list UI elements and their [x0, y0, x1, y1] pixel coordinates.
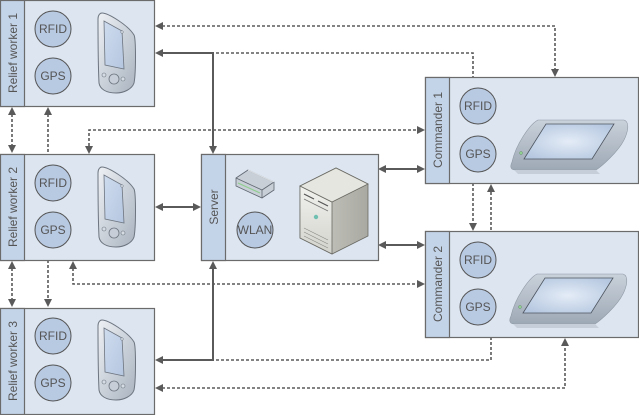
arrowhead: [44, 299, 52, 307]
tablet-device-icon: [510, 119, 629, 174]
rfid-label: RFID: [39, 176, 67, 190]
node-label-strip: [0, 307, 26, 415]
link-server-rw1: [162, 52, 214, 146]
gps-badge: [34, 57, 72, 95]
rfid-badge: [34, 164, 72, 202]
rfid-label: RFID: [464, 253, 492, 267]
rfid-label: RFID: [39, 22, 67, 36]
tablet-device-icon: [509, 273, 628, 328]
gps-label: GPS: [40, 223, 65, 237]
arrowhead: [417, 280, 425, 288]
node-label-strip: [424, 230, 451, 339]
arrowhead: [8, 107, 16, 115]
arrowhead: [487, 184, 495, 192]
arrowhead: [561, 338, 569, 346]
arrowhead: [378, 241, 386, 249]
arrowhead: [193, 203, 201, 211]
arrowhead: [378, 165, 386, 173]
gps-badge: [34, 364, 72, 402]
arrowhead: [8, 261, 16, 269]
link-rw2-commander1: [88, 129, 418, 146]
pda-device-icon: [97, 166, 136, 248]
rfid-badge: [34, 317, 72, 355]
arrowhead: [417, 126, 425, 134]
rfid-label: RFID: [464, 99, 492, 113]
server-tower-icon: [299, 167, 369, 255]
node-title: Relief worker 1: [6, 13, 20, 93]
relief-worker-2-node[interactable]: Relief worker 2 RFID GPS: [0, 153, 156, 262]
gps-label: GPS: [40, 376, 65, 390]
gps-label: GPS: [40, 69, 65, 83]
arrowhead: [44, 107, 52, 115]
arrowhead: [469, 223, 477, 231]
gps-badge: [459, 135, 497, 173]
link-rw2-commander2: [72, 268, 418, 285]
node-label-strip: [0, 153, 26, 262]
arrowhead: [417, 241, 425, 249]
node-title: Relief worker 2: [6, 167, 20, 247]
relief-worker-1-node[interactable]: Relief worker 1 RFID GPS: [0, 0, 156, 108]
gps-badge: [34, 211, 72, 249]
rfid-badge: [459, 241, 497, 279]
arrowhead: [155, 384, 163, 392]
server-node[interactable]: Server WLAN: [200, 153, 380, 262]
pda-device-icon: [97, 319, 136, 401]
link-rw1-commander1: [162, 25, 556, 70]
gps-label: GPS: [465, 300, 490, 314]
rfid-label: RFID: [39, 329, 67, 343]
relief-worker-3-node[interactable]: Relief worker 3 RFID GPS: [0, 307, 156, 415]
router-icon: [235, 169, 275, 199]
node-title: Commander 1: [431, 92, 445, 168]
arrowhead: [8, 299, 16, 307]
arrowhead: [8, 145, 16, 153]
node-title: Commander 2: [431, 246, 445, 322]
link-server-rw3: [162, 268, 214, 361]
commander-1-node[interactable]: Commander 1 RFID GPS: [424, 76, 639, 185]
gps-badge: [459, 288, 497, 326]
gps-label: GPS: [465, 147, 490, 161]
link-rw3-commander2: [162, 345, 566, 389]
pda-device-icon: [97, 12, 136, 94]
arrowhead: [155, 203, 163, 211]
node-title: Relief worker 3: [6, 321, 20, 401]
arrowhead: [551, 69, 559, 77]
commander-2-node[interactable]: Commander 2 RFID GPS: [424, 230, 639, 339]
rfid-badge: [34, 10, 72, 48]
wlan-label: WLAN: [238, 223, 273, 237]
link-rw1-commander1-rfid: [216, 52, 474, 183]
arrowhead: [155, 22, 163, 30]
wlan-badge: [236, 211, 274, 249]
rfid-badge: [459, 87, 497, 125]
node-label-strip: [424, 76, 451, 185]
node-label-strip: [200, 153, 227, 262]
arrowhead: [155, 356, 163, 364]
arrowhead: [209, 146, 217, 154]
arrowhead: [85, 146, 93, 154]
arrowhead: [155, 49, 163, 57]
arrowhead: [69, 261, 77, 269]
arrowhead: [417, 165, 425, 173]
arrowhead: [209, 261, 217, 269]
node-title: Server: [207, 189, 221, 224]
node-label-strip: [0, 0, 26, 108]
